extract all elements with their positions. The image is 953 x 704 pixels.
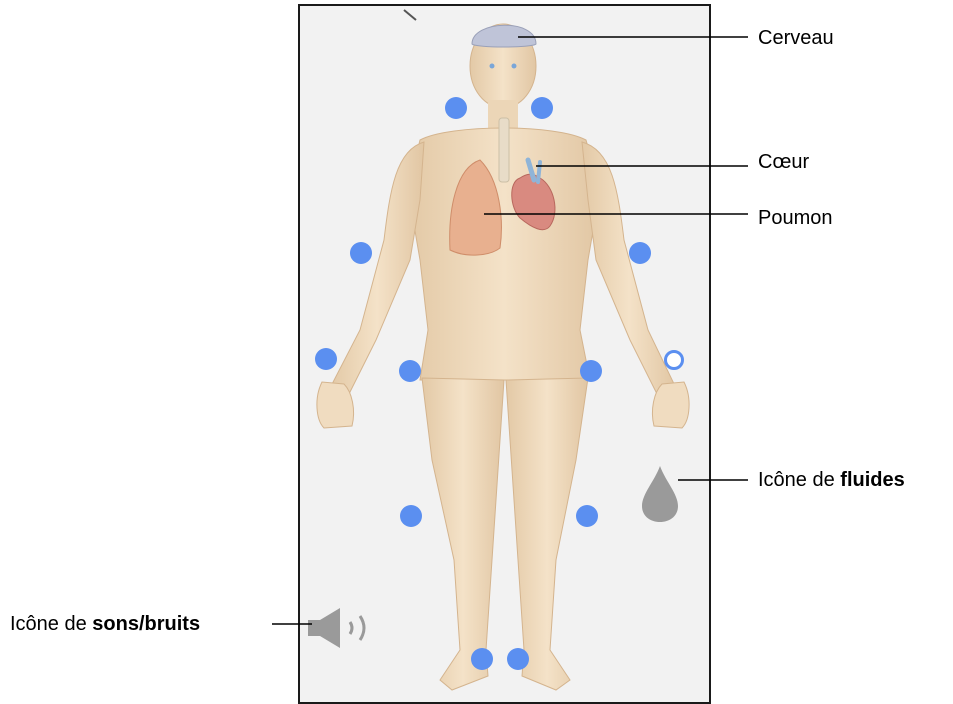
fluids-label-bold: fluides — [840, 469, 904, 491]
sounds-icon-label: Icône de sons/bruits — [10, 614, 200, 634]
fluids-label-prefix: Icône de — [758, 469, 840, 491]
lung-label: Poumon — [758, 208, 833, 228]
fluids-icon-label: Icône de fluides — [758, 470, 905, 490]
sounds-label-prefix: Icône de — [10, 613, 92, 635]
heart-label: Cœur — [758, 152, 809, 172]
sounds-label-bold: sons/bruits — [92, 613, 200, 635]
brain-label: Cerveau — [758, 28, 834, 48]
